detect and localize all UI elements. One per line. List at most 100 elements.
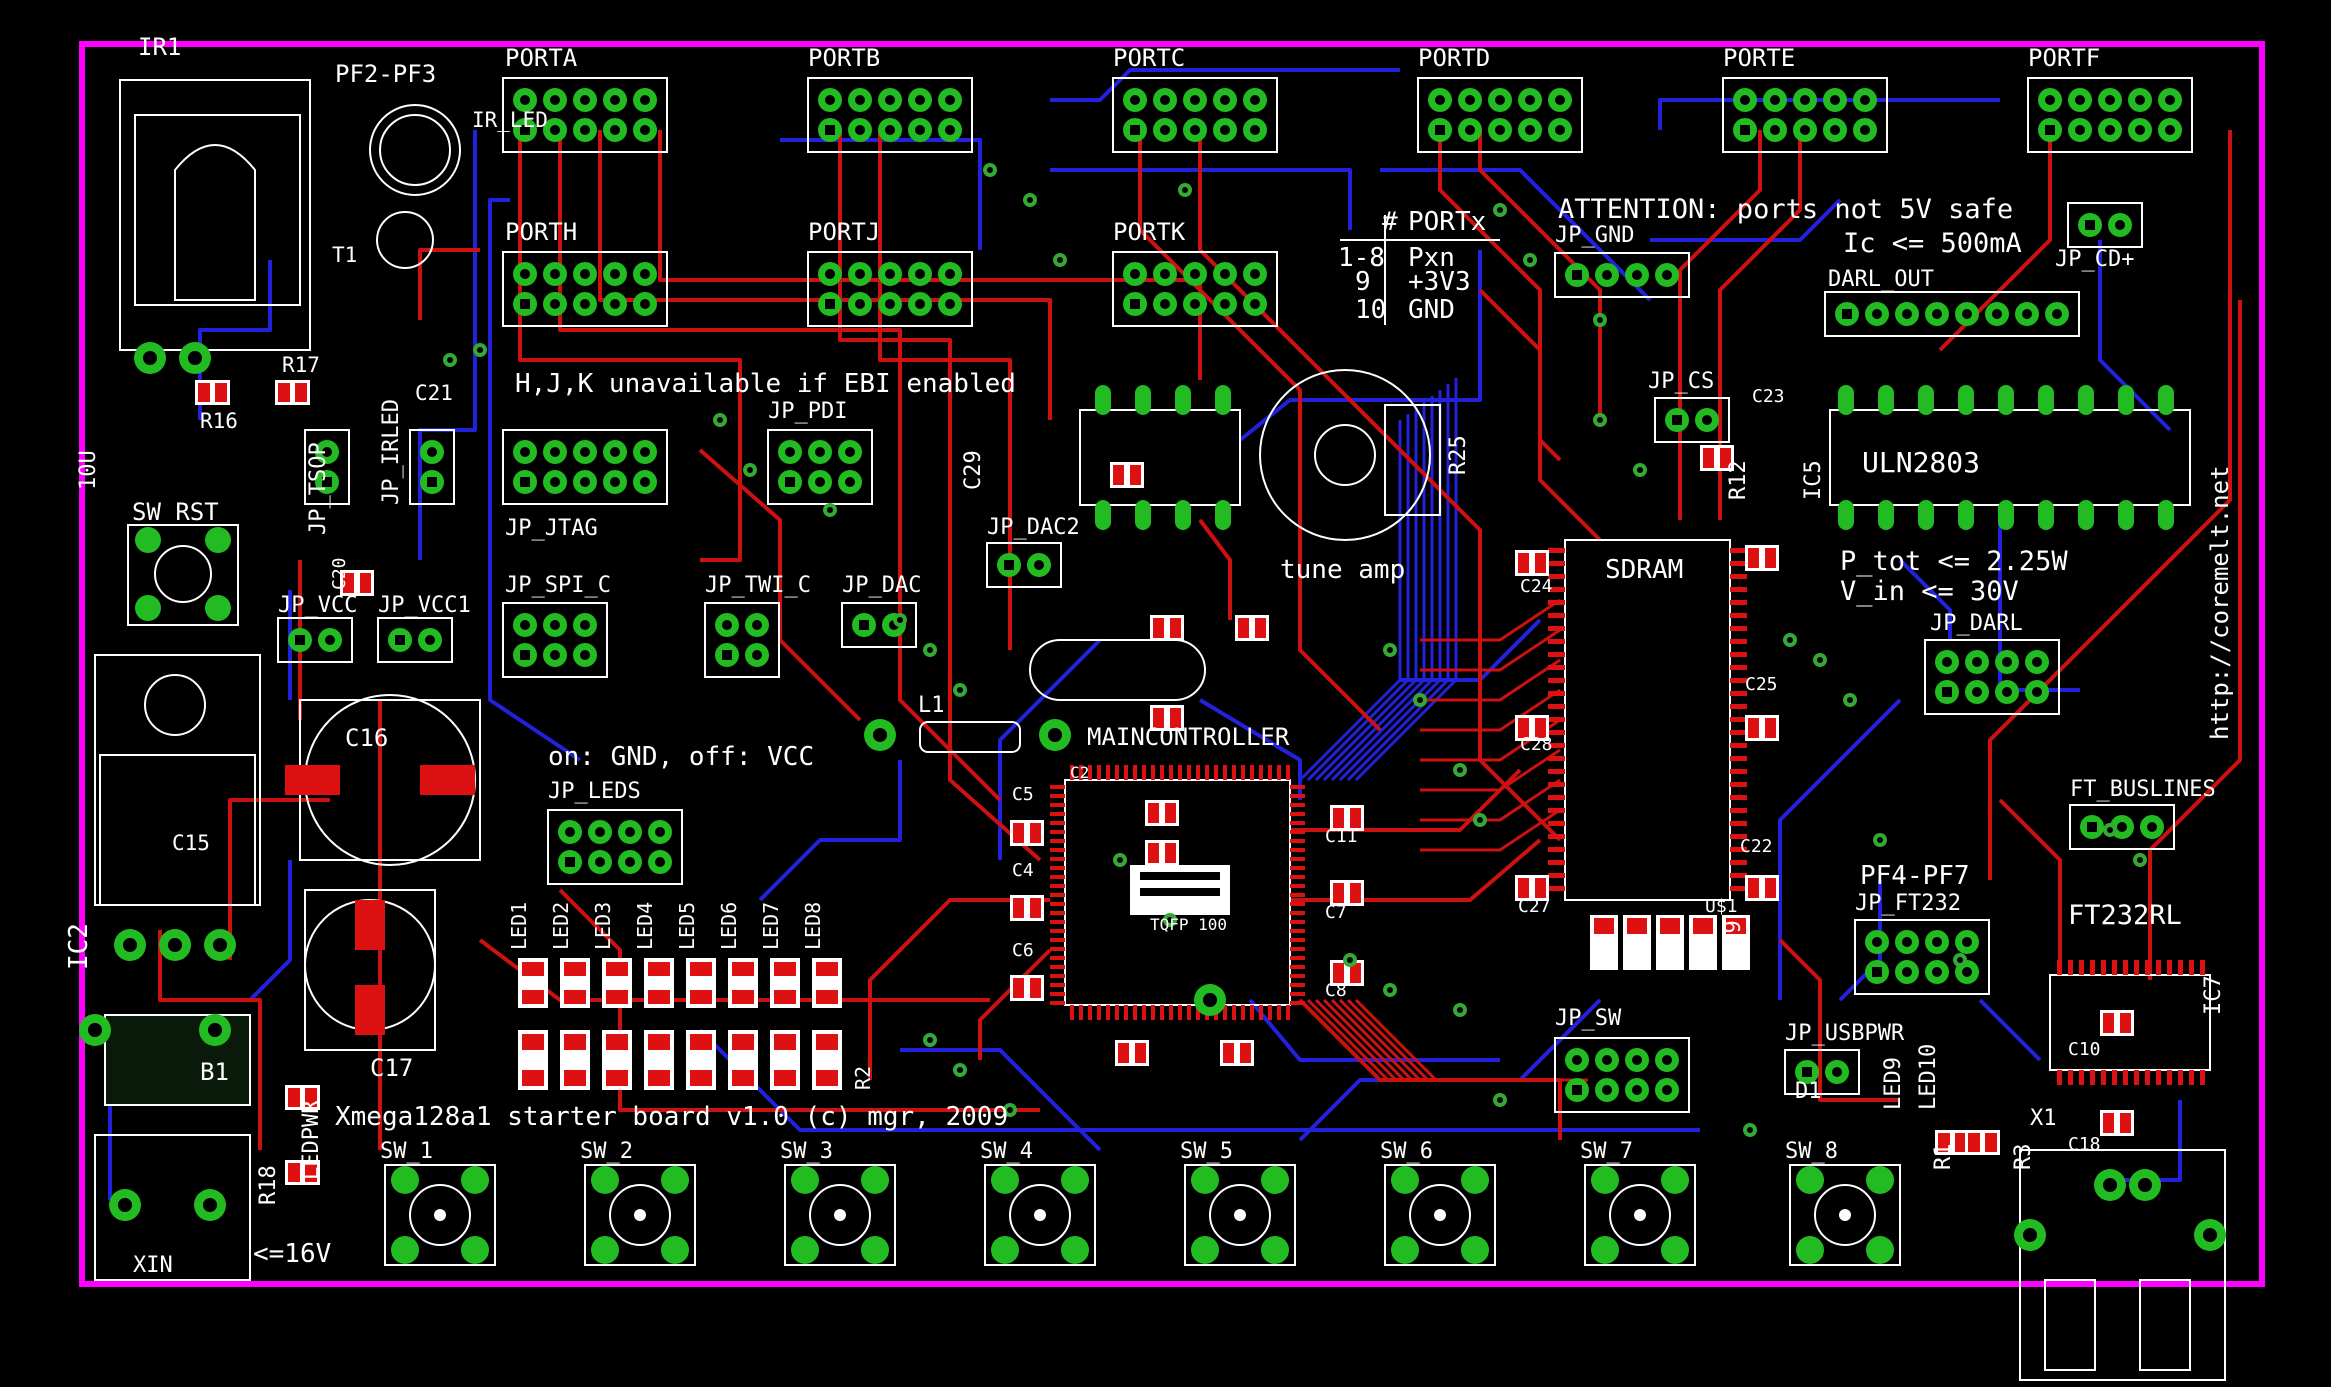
via-hole [1817,657,1823,663]
mcu-pin [1232,1005,1236,1020]
bus-trace [1322,402,1426,782]
button-sw-4: SW_4 [980,1139,1096,1266]
button-label: SW_1 [380,1139,433,1164]
resistor-pad [648,1070,670,1086]
voltage-regulator-ic2 [94,654,261,906]
sdram-pin [1730,834,1747,839]
mcu-pin [1070,1005,1074,1020]
pad-hole [1872,967,1882,977]
ft-pin [2057,960,2062,975]
label-c17: C17 [370,1054,413,1082]
ft-pin [2101,1070,2106,1085]
mcu-pin [1290,866,1305,870]
sdram-pin [1548,795,1565,800]
pad [791,1236,819,1264]
mcu-pin [1050,857,1065,861]
sdram-pin [1548,704,1565,709]
mcu-pin [1169,765,1173,780]
led-label: LED8 [801,902,825,950]
bottom-trace [488,198,582,762]
pad-hole [1872,309,1882,319]
ft-pin [2123,1070,2128,1085]
button-outline [584,1164,696,1266]
pad-hole [2135,125,2145,135]
port-header-1 [807,77,973,153]
bus-trace [1306,414,1410,782]
label-maincontroller: MAINCONTROLLER [1087,723,1290,751]
thru-pad-hole [2138,1178,2152,1192]
pad-hole [945,125,955,135]
port-header-1-outline [807,77,973,153]
pad-hole [1672,415,1682,425]
mcu-pin [1187,765,1191,780]
ft-bus-header [2069,804,2175,850]
pad-hole [1572,1055,1582,1065]
pad-hole [885,125,895,135]
mcu-pin [1050,848,1065,852]
led-pad [648,990,670,1004]
mcu-pin [1088,765,1092,780]
bus-trace [1354,998,1588,1082]
button-sw-6: SW_6 [1380,1139,1496,1266]
pad [391,1236,419,1264]
pad-hole [1572,1085,1582,1095]
usbpwr-header-outline [1784,1049,1860,1095]
button-ring [809,1184,871,1246]
atmel-logo [1130,865,1230,915]
port-header-4 [1722,77,1888,153]
smd-pad [1148,843,1159,863]
thru-pad-hole [143,351,157,365]
pad [1866,1236,1894,1264]
mcu-pin [1290,875,1305,879]
pad [1261,1236,1289,1264]
thru-pad-hole [118,1198,132,1212]
bottom-trace [900,1048,1102,1152]
smd-pad [343,573,354,593]
ft-pin [2112,960,2117,975]
button-label: SW_8 [1785,1139,1838,1164]
mcu-pin [1223,765,1227,780]
bottom-trace [1238,250,1482,442]
label-c7: C7 [1325,902,1347,923]
ic3-pad [1215,385,1231,415]
portx-r2a: 9 [1355,267,1371,297]
button-label: SW_3 [780,1139,833,1164]
smd-pad [305,1163,317,1182]
mcu-pin [1151,1005,1155,1020]
button-outline [1584,1164,1696,1266]
board-outline [79,41,2265,1287]
pad-hole [610,477,620,487]
sdram-pin [1730,665,1747,670]
uln-pad [2118,500,2134,530]
mcu-pin [1050,911,1065,915]
via-hole [1597,317,1603,323]
mcu-pin [1097,765,1101,780]
uln-pad [1918,385,1934,415]
mcu-pin [1133,765,1137,780]
via-hole [987,167,993,173]
pad-hole [580,269,590,279]
ic3-pad [1095,385,1111,415]
ic3-pad [1175,500,1191,530]
pad-hole [1800,95,1810,105]
button-outline [384,1164,496,1266]
ft-pin [2200,1070,2205,1085]
label-jp-cdplus: JP_CD+ [2055,247,2134,272]
ft-bus-header-outline [2069,804,2175,850]
thru-pad-hole [2203,1228,2217,1242]
mcu-pin [1160,765,1164,780]
pad-hole [640,299,650,309]
pad-hole [885,299,895,309]
pad-hole [785,477,795,487]
pad-hole [580,620,590,630]
via-hole [957,687,963,693]
pad [661,1236,689,1264]
pad-hole [625,827,635,837]
top-trace [1138,130,1382,732]
label-jp-spi-c: JP_SPI_C [505,573,611,598]
port-header-low-1-outline [807,251,973,327]
portx-r3a: 10 [1355,295,1386,325]
led-pad [690,990,712,1004]
mcu-pin [1290,857,1305,861]
smd-pad [1333,808,1344,828]
